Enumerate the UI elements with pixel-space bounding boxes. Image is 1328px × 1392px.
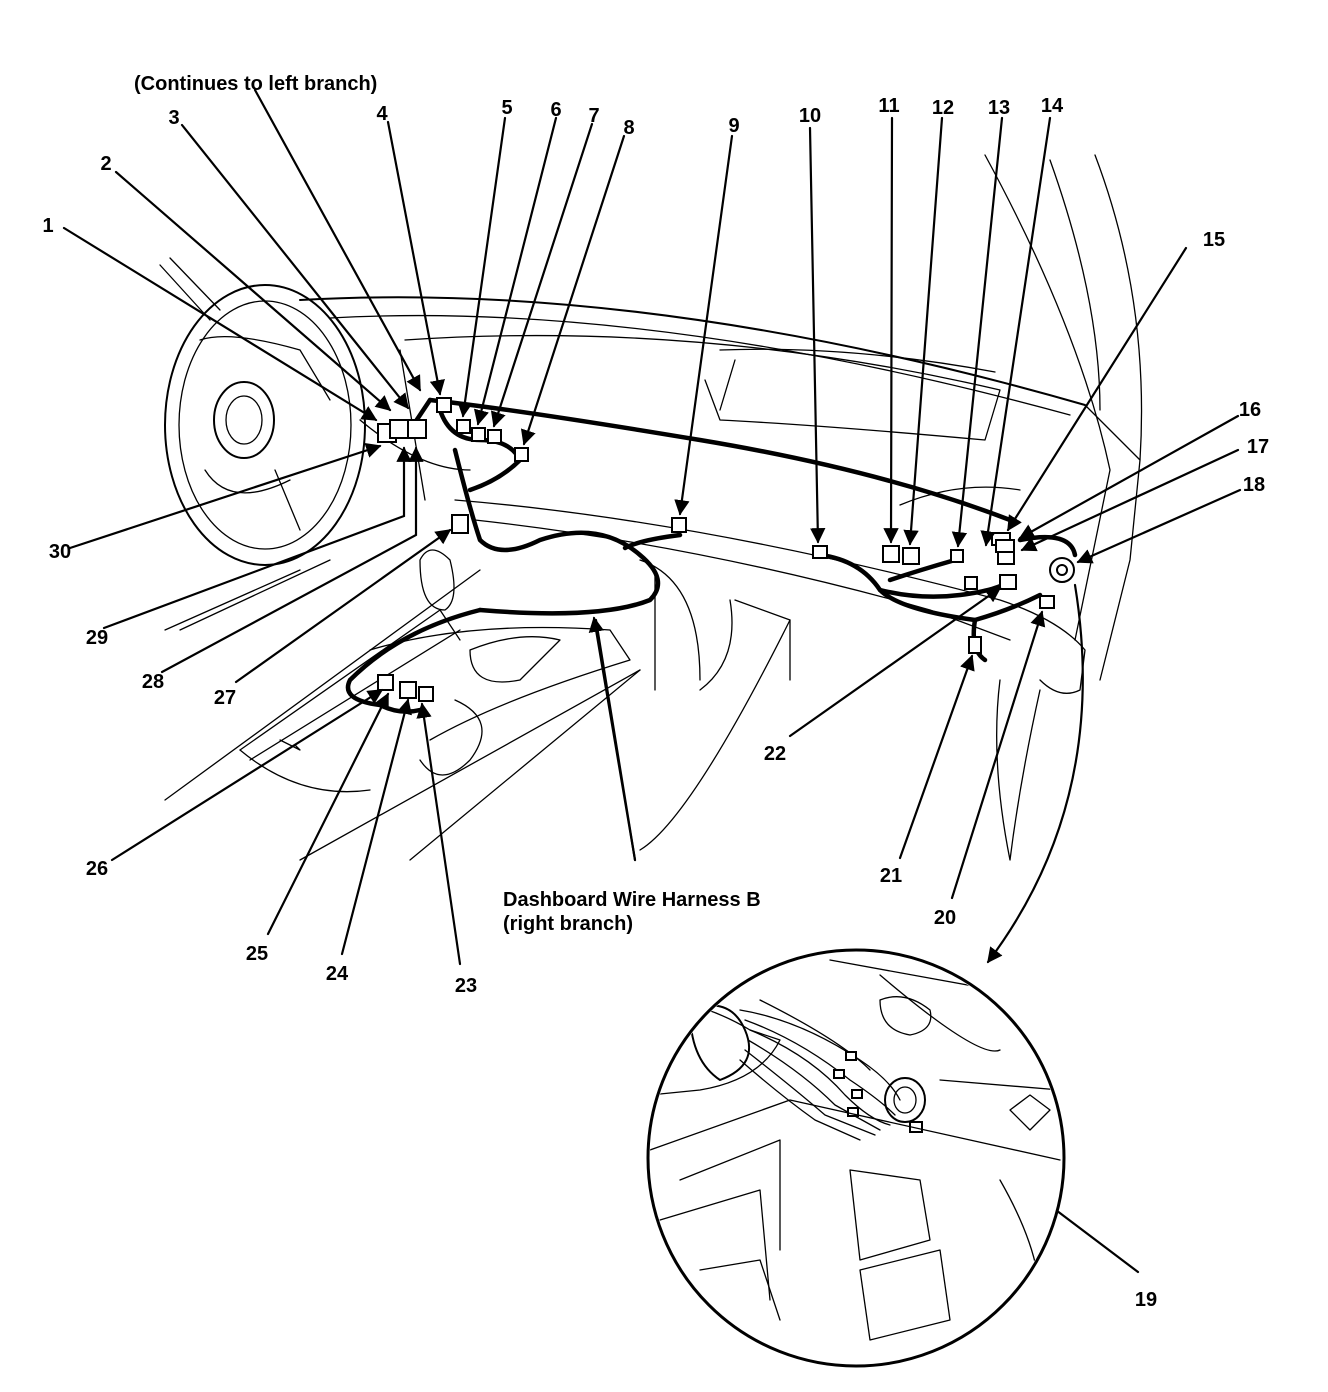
connector-22: [999, 574, 1017, 590]
connector-24: [399, 681, 417, 699]
leader-lines: [62, 88, 1242, 1274]
connector-21: [968, 636, 982, 654]
harness-branch-caption: (right branch): [503, 913, 633, 935]
left-branch-caption: (Continues to left branch): [134, 73, 377, 95]
connectors: [377, 397, 1075, 702]
callout-5: 5: [501, 97, 512, 119]
connector-2: [407, 419, 427, 439]
steering-wheel-hub: [213, 381, 275, 459]
connector-1: [389, 419, 409, 439]
connector-27: [451, 514, 469, 534]
callout-1: 1: [42, 215, 53, 237]
callout-18: 18: [1243, 474, 1265, 496]
connector-13: [950, 549, 964, 563]
callout-6: 6: [550, 99, 561, 121]
callout-3: 3: [168, 107, 179, 129]
connector-16: [995, 539, 1015, 553]
callout-numbers: 1 2 3 4 5 6 7 8 9 10 11 12 13 14 15 16 1…: [42, 95, 1269, 1311]
callout-9: 9: [728, 115, 739, 137]
shift-knob: [419, 549, 455, 611]
callout-10: 10: [799, 105, 821, 127]
connector-10: [812, 545, 828, 559]
connector-23: [418, 686, 434, 702]
connector-17: [997, 551, 1015, 565]
connector-20: [1039, 595, 1055, 609]
callout-15: 15: [1203, 229, 1225, 251]
callout-24: 24: [326, 963, 349, 985]
connector-4: [436, 397, 452, 413]
callout-19: 19: [1135, 1289, 1157, 1311]
steering-wheel-rim: [164, 284, 366, 566]
callout-4: 4: [376, 103, 388, 125]
callout-30: 30: [49, 541, 71, 563]
callout-2: 2: [100, 153, 111, 175]
connector-9: [671, 517, 687, 533]
connector-15b: [964, 576, 978, 590]
callout-28: 28: [142, 671, 164, 693]
callout-23: 23: [455, 975, 477, 997]
harness-name-caption: Dashboard Wire Harness B: [503, 889, 761, 911]
callout-8: 8: [623, 117, 634, 139]
dashboard-artwork: [159, 154, 1143, 861]
connector-25: [377, 674, 394, 691]
connector-8: [514, 447, 529, 462]
callout-26: 26: [86, 858, 108, 880]
connector-5: [456, 419, 471, 434]
connector-12: [902, 547, 920, 565]
callout-22: 22: [764, 743, 786, 765]
detail-inset-19: [646, 948, 1066, 1368]
callout-17: 17: [1247, 436, 1269, 458]
callout-29: 29: [86, 627, 108, 649]
connector-11: [882, 545, 900, 563]
dashboard-wire-harness: [345, 397, 1078, 714]
callout-16: 16: [1239, 399, 1261, 421]
connector-6: [471, 427, 486, 442]
connector-7: [487, 429, 502, 444]
callout-27: 27: [214, 687, 236, 709]
callout-11: 11: [878, 95, 899, 117]
callout-14: 14: [1041, 95, 1064, 117]
captions: (Continues to left branch) Dashboard Wir…: [134, 73, 761, 935]
callout-7: 7: [588, 105, 599, 127]
callout-12: 12: [932, 97, 954, 119]
callout-21: 21: [880, 865, 902, 887]
callout-13: 13: [988, 97, 1010, 119]
callout-20: 20: [934, 907, 956, 929]
callout-25: 25: [246, 943, 268, 965]
